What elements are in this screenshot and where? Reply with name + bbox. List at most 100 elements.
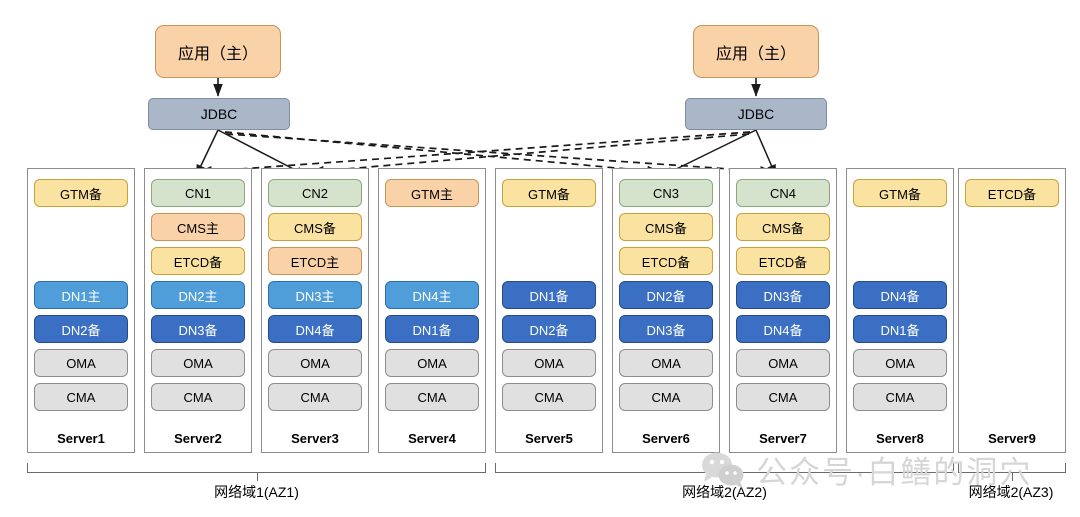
server-component-CN4[interactable]: CN4	[736, 179, 830, 207]
server-component-GTM备[interactable]: GTM备	[502, 179, 596, 207]
server-name-label: Server6	[642, 431, 690, 446]
wire-jdbc-right-dashed-to-cn1	[198, 131, 751, 177]
server-component-CMA[interactable]: CMA	[268, 383, 362, 411]
wire-jdbc-right-dashed-to-cn2	[310, 133, 750, 176]
app-box-left[interactable]: 应用（主）	[155, 25, 281, 78]
server-component-DN1主[interactable]: DN1主	[34, 281, 128, 309]
server-column[interactable]: ETCD备 Server9	[958, 168, 1066, 453]
zone-az3: ETCD备 Server9	[958, 168, 1066, 453]
server-component-DN1备[interactable]: DN1备	[853, 315, 947, 343]
jdbc-box-left-label: JDBC	[200, 106, 238, 122]
server-component-CMA[interactable]: CMA	[619, 383, 713, 411]
server-name-label: Server2	[174, 431, 222, 446]
server-name-label: Server1	[57, 431, 105, 446]
server-component-DN4备[interactable]: DN4备	[853, 281, 947, 309]
server-component-CMS主[interactable]: CMS主	[151, 213, 245, 241]
server-slot-empty	[502, 247, 596, 275]
server-name-label: Server3	[291, 431, 339, 446]
server-component-DN3备[interactable]: DN3备	[736, 281, 830, 309]
jdbc-box-left[interactable]: JDBC	[148, 98, 290, 130]
server-component-CMA[interactable]: CMA	[34, 383, 128, 411]
server-slot-empty	[502, 213, 596, 241]
jdbc-box-right-label: JDBC	[737, 106, 775, 122]
server-component-CN1[interactable]: CN1	[151, 179, 245, 207]
server-component-OMA[interactable]: OMA	[502, 349, 596, 377]
server-component-CMS备[interactable]: CMS备	[268, 213, 362, 241]
server-name-label: Server9	[988, 431, 1036, 446]
server-component-DN2备[interactable]: DN2备	[34, 315, 128, 343]
server-component-OMA[interactable]: OMA	[151, 349, 245, 377]
server-component-DN4备[interactable]: DN4备	[268, 315, 362, 343]
server-component-DN3主[interactable]: DN3主	[268, 281, 362, 309]
server-slot-empty	[853, 247, 947, 275]
server-component-CMA[interactable]: CMA	[385, 383, 479, 411]
server-component-ETCD备[interactable]: ETCD备	[619, 247, 713, 275]
server-component-OMA[interactable]: OMA	[34, 349, 128, 377]
server-slot-empty	[34, 213, 128, 241]
server-component-DN3备[interactable]: DN3备	[151, 315, 245, 343]
server-component-GTM备[interactable]: GTM备	[853, 179, 947, 207]
wire-jdbc-left-dashed-to-cn3	[224, 131, 661, 176]
bracket-az1	[27, 463, 486, 481]
server-component-DN2主[interactable]: DN2主	[151, 281, 245, 309]
bracket-az3	[958, 463, 1066, 481]
server-component-DN3备[interactable]: DN3备	[619, 315, 713, 343]
server-name-label: Server4	[408, 431, 456, 446]
server-component-CMA[interactable]: CMA	[736, 383, 830, 411]
zone-label-az1: 网络域1(AZ1)	[214, 484, 299, 500]
server-component-DN1备[interactable]: DN1备	[385, 315, 479, 343]
server-slot-empty	[34, 247, 128, 275]
server-component-ETCD备[interactable]: ETCD备	[151, 247, 245, 275]
server-slot-empty	[965, 349, 1059, 377]
server-column[interactable]: GTM主 DN4主 DN1备 OMA CMA Server4	[378, 168, 486, 453]
server-slot-empty	[385, 213, 479, 241]
server-component-OMA[interactable]: OMA	[385, 349, 479, 377]
server-slot-empty	[853, 213, 947, 241]
server-slot-empty	[965, 213, 1059, 241]
app-box-left-label: 应用（主）	[177, 45, 258, 63]
server-slot-empty	[965, 315, 1059, 343]
server-component-DN2备[interactable]: DN2备	[619, 281, 713, 309]
jdbc-box-right[interactable]: JDBC	[685, 98, 827, 130]
server-column[interactable]: GTM备 DN1主 DN2备 OMA CMA Server1	[27, 168, 135, 453]
server-component-DN2备[interactable]: DN2备	[502, 315, 596, 343]
server-slot-empty	[965, 281, 1059, 309]
server-component-CN3[interactable]: CN3	[619, 179, 713, 207]
server-component-CMS备[interactable]: CMS备	[619, 213, 713, 241]
zone-label-az2: 网络域2(AZ2)	[682, 484, 767, 500]
app-box-right-label: 应用（主）	[715, 45, 796, 63]
server-component-CN2[interactable]: CN2	[268, 179, 362, 207]
server-component-GTM备[interactable]: GTM备	[34, 179, 128, 207]
server-component-GTM主[interactable]: GTM主	[385, 179, 479, 207]
server-component-CMA[interactable]: CMA	[151, 383, 245, 411]
server-component-OMA[interactable]: OMA	[619, 349, 713, 377]
server-component-CMS备[interactable]: CMS备	[736, 213, 830, 241]
bracket-az2	[495, 463, 954, 481]
server-component-OMA[interactable]: OMA	[853, 349, 947, 377]
server-slot-empty	[965, 247, 1059, 275]
server-component-DN4主[interactable]: DN4主	[385, 281, 479, 309]
zone-label-az3: 网络域2(AZ3)	[968, 484, 1054, 500]
server-component-OMA[interactable]: OMA	[736, 349, 830, 377]
server-component-CMA[interactable]: CMA	[853, 383, 947, 411]
server-slot-empty	[385, 247, 479, 275]
wire-jdbc-left-dashed-to-cn4	[225, 133, 774, 177]
server-component-DN4备[interactable]: DN4备	[736, 315, 830, 343]
server-component-ETCD备[interactable]: ETCD备	[965, 179, 1059, 207]
server-slot-empty	[965, 383, 1059, 411]
server-component-ETCD备[interactable]: ETCD备	[736, 247, 830, 275]
app-box-right[interactable]: 应用（主）	[693, 25, 819, 78]
server-component-ETCD主[interactable]: ETCD主	[268, 247, 362, 275]
server-component-DN1备[interactable]: DN1备	[502, 281, 596, 309]
server-component-OMA[interactable]: OMA	[268, 349, 362, 377]
server-component-CMA[interactable]: CMA	[502, 383, 596, 411]
